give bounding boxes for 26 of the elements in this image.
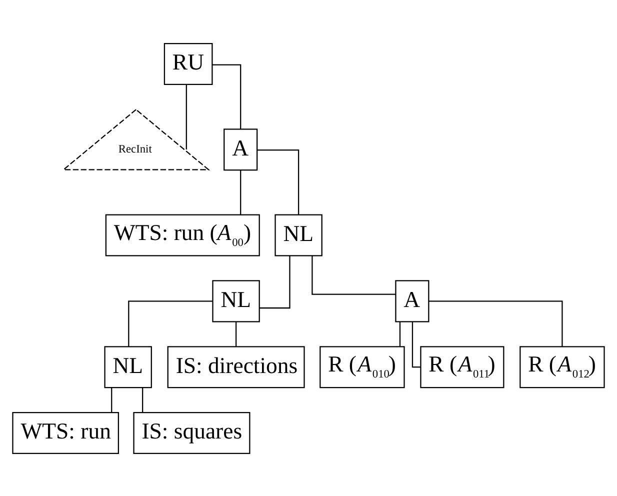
connector — [186, 84, 187, 150]
connector — [428, 300, 563, 346]
node-box: R (A$_{010}$) — [320, 346, 405, 388]
node-box: A — [224, 128, 258, 170]
connector — [212, 64, 242, 129]
node-box: R (A$_{011}$) — [420, 346, 504, 388]
connector — [312, 255, 396, 294]
connector — [111, 387, 112, 412]
node-box: NL — [274, 214, 322, 256]
node-box: IS: squares — [133, 411, 250, 454]
node-box: NL — [212, 280, 260, 322]
connector — [399, 321, 401, 346]
connector — [235, 321, 237, 346]
node-box: NL — [104, 346, 152, 388]
node-box: IS: directions — [167, 346, 305, 388]
connector — [259, 255, 290, 308]
node-box: RU — [164, 42, 213, 85]
node-box: A — [395, 280, 430, 322]
connector — [128, 300, 213, 346]
node-box: R (A$_{012}$) — [520, 346, 605, 388]
connector — [412, 321, 421, 368]
connector — [240, 170, 242, 214]
connector — [257, 148, 300, 214]
node-box: WTS: run — [12, 411, 119, 454]
connector — [142, 387, 144, 412]
node-box: WTS: run (A$_{00}$) — [105, 214, 260, 256]
